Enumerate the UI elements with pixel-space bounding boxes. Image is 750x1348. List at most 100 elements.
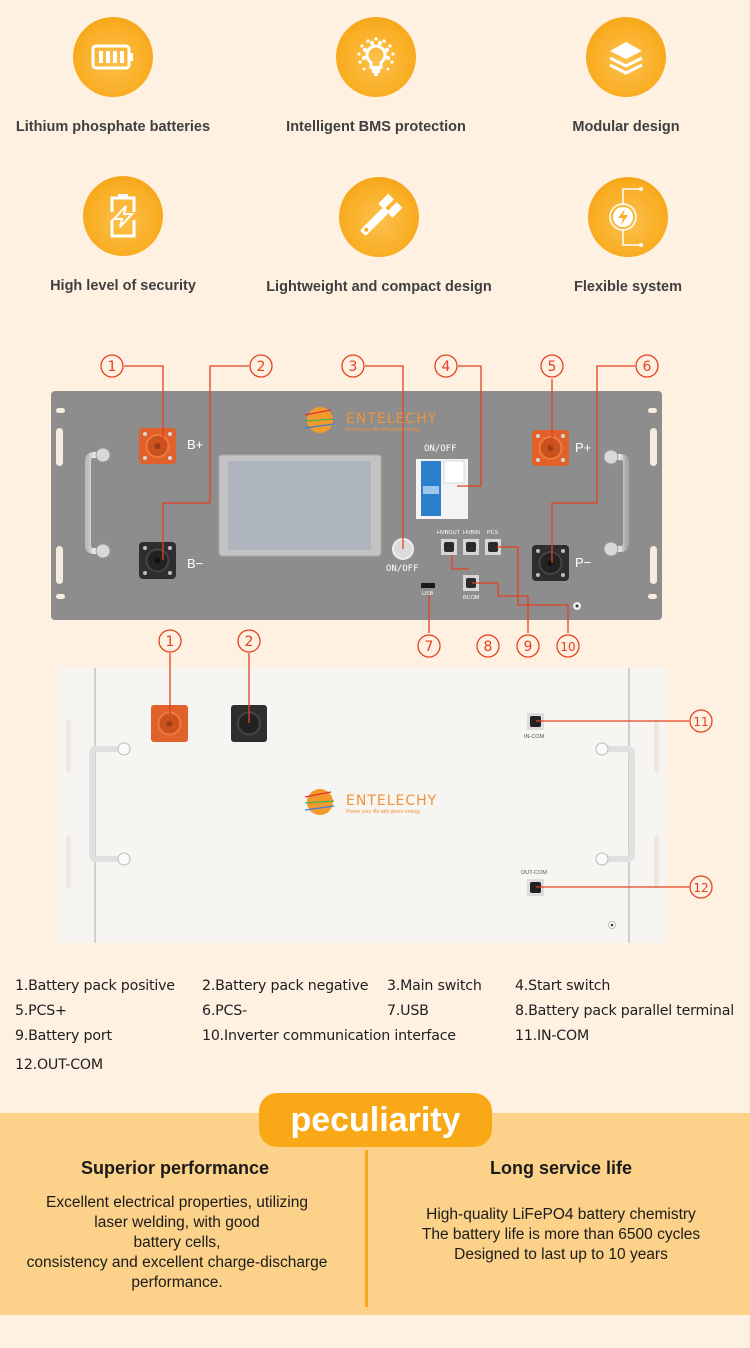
entelechy-logo — [304, 407, 335, 433]
legend-item: 12.OUT-COM — [15, 1057, 103, 1073]
hvbout-port[interactable] — [441, 539, 457, 555]
svg-text:10: 10 — [560, 640, 575, 654]
label-breaker: ON/OFF — [424, 444, 457, 454]
label-hvbout: HVBOUT — [437, 530, 460, 536]
column-divider — [365, 1150, 368, 1307]
b-plus-connector[interactable] — [139, 428, 176, 464]
feature-modular: Modular design — [501, 17, 750, 135]
callout-5: 5 — [540, 354, 564, 378]
feature-circle — [336, 17, 416, 97]
in-com-port[interactable] — [527, 713, 544, 730]
callout-12: 12 — [689, 875, 713, 899]
callout-4: 4 — [434, 354, 458, 378]
svg-text:6: 6 — [643, 359, 652, 375]
back-handle-right[interactable] — [595, 742, 635, 866]
label-bcom: BCOM — [463, 595, 480, 601]
svg-text:3: 3 — [349, 359, 358, 375]
pcs-port[interactable] — [485, 539, 501, 555]
legend-item: 4.Start switch — [515, 978, 611, 994]
b-minus-connector[interactable] — [139, 542, 176, 579]
feature-circle — [339, 177, 419, 257]
handle-left[interactable] — [85, 447, 111, 559]
label-hvbin: HVBIN — [463, 530, 480, 536]
callout-11: 11 — [689, 709, 713, 733]
callout-1: 1 — [100, 354, 124, 378]
back-callout-1: 1 — [158, 629, 182, 653]
left-body: Excellent electrical properties, utilizi… — [0, 1193, 362, 1293]
left-heading: Superior performance — [80, 1158, 270, 1178]
body-line: High-quality LiFePO4 battery chemistry — [426, 1206, 696, 1223]
svg-text:7: 7 — [425, 639, 434, 655]
p-minus-connector[interactable] — [532, 545, 569, 581]
svg-text:9: 9 — [524, 639, 533, 655]
feature-security: High level of security — [0, 176, 248, 294]
feature-label: Flexible system — [574, 279, 682, 295]
svg-text:11: 11 — [693, 715, 708, 729]
legend-item: 7.USB — [387, 1003, 429, 1019]
bcom-port[interactable] — [463, 575, 479, 591]
body-line: laser welding, with good — [94, 1214, 260, 1231]
body-line: The battery life is more than 6500 cycle… — [421, 1226, 701, 1243]
peculiarity-title: peculiarity — [259, 1093, 492, 1147]
body-line: battery cells, — [133, 1234, 221, 1251]
back-callout-2: 2 — [237, 629, 261, 653]
label-b-plus: B+ — [187, 437, 204, 452]
feature-label: Lithium phosphate batteries — [15, 119, 211, 135]
svg-text:1: 1 — [108, 359, 117, 375]
feature-circle — [73, 17, 153, 97]
callout-3: 3 — [341, 354, 365, 378]
back-handle-left[interactable] — [89, 742, 131, 866]
svg-text:4: 4 — [442, 359, 451, 375]
callout-9: 9 — [516, 634, 540, 658]
feature-label: High level of security — [50, 278, 196, 294]
svg-text:2: 2 — [257, 359, 266, 375]
label-b-minus: B− — [187, 556, 204, 571]
legend-item: 1.Battery pack positive — [15, 978, 175, 994]
feature-lightweight: Lightweight and compact design — [254, 177, 504, 295]
feature-label: Intelligent BMS protection — [286, 119, 466, 135]
feature-circle — [588, 177, 668, 257]
feature-circle — [83, 176, 163, 256]
out-com-port[interactable] — [527, 879, 544, 896]
battery-icon — [91, 44, 133, 70]
front-tagline: Power your life with green energy — [346, 427, 421, 433]
body-line: Designed to last up to 10 years — [454, 1246, 668, 1263]
front-panel-diagram: 1 2 3 4 5 6 7 8 9 10 — [56, 354, 659, 658]
lightbulb-icon — [357, 37, 395, 76]
back-logo — [304, 789, 335, 815]
lcd-screen[interactable] — [218, 454, 382, 557]
label-out-com: OUT-COM — [521, 870, 547, 876]
p-plus-connector[interactable] — [532, 430, 569, 466]
legend-item: 2.Battery pack negative — [202, 978, 369, 994]
layers-icon — [609, 42, 643, 75]
feature-circle — [586, 17, 666, 97]
back-tagline: Power your life with green energy — [346, 809, 421, 815]
back-brand: ENTELECHY — [346, 793, 438, 809]
back-negative-connector[interactable] — [231, 705, 267, 742]
body-line: Excellent electrical properties, utilizi… — [46, 1194, 308, 1211]
handle-right[interactable] — [603, 449, 629, 557]
legend-item: 3.Main switch — [387, 978, 482, 994]
feature-bms: Intelligent BMS protection — [251, 17, 501, 135]
svg-text:5: 5 — [548, 359, 557, 375]
callout-8: 8 — [476, 634, 500, 658]
hvbin-port[interactable] — [463, 539, 479, 555]
back-callout-lines — [169, 653, 689, 888]
label-pcs: PCS — [487, 530, 499, 536]
usb-port[interactable] — [421, 583, 435, 588]
right-body: High-quality LiFePO4 battery chemistry T… — [376, 1205, 746, 1265]
legend-item: 9.Battery port — [15, 1028, 112, 1044]
legend-item: 5.PCS+ — [15, 1003, 67, 1019]
legend-item: 8.Battery pack parallel terminal — [515, 1003, 734, 1019]
callout-6: 6 — [635, 354, 659, 378]
body-line: performance. — [131, 1274, 223, 1291]
callout-lines — [124, 365, 635, 633]
label-button: ON/OFF — [386, 564, 419, 574]
battery-charge-icon — [110, 194, 136, 238]
label-p-plus: P+ — [575, 440, 592, 455]
feature-lithium: Lithium phosphate batteries — [0, 17, 238, 135]
back-positive-connector[interactable] — [151, 705, 188, 742]
feature-flexible: Flexible system — [503, 177, 750, 295]
right-heading: Long service life — [489, 1158, 633, 1178]
main-breaker[interactable] — [416, 459, 468, 519]
